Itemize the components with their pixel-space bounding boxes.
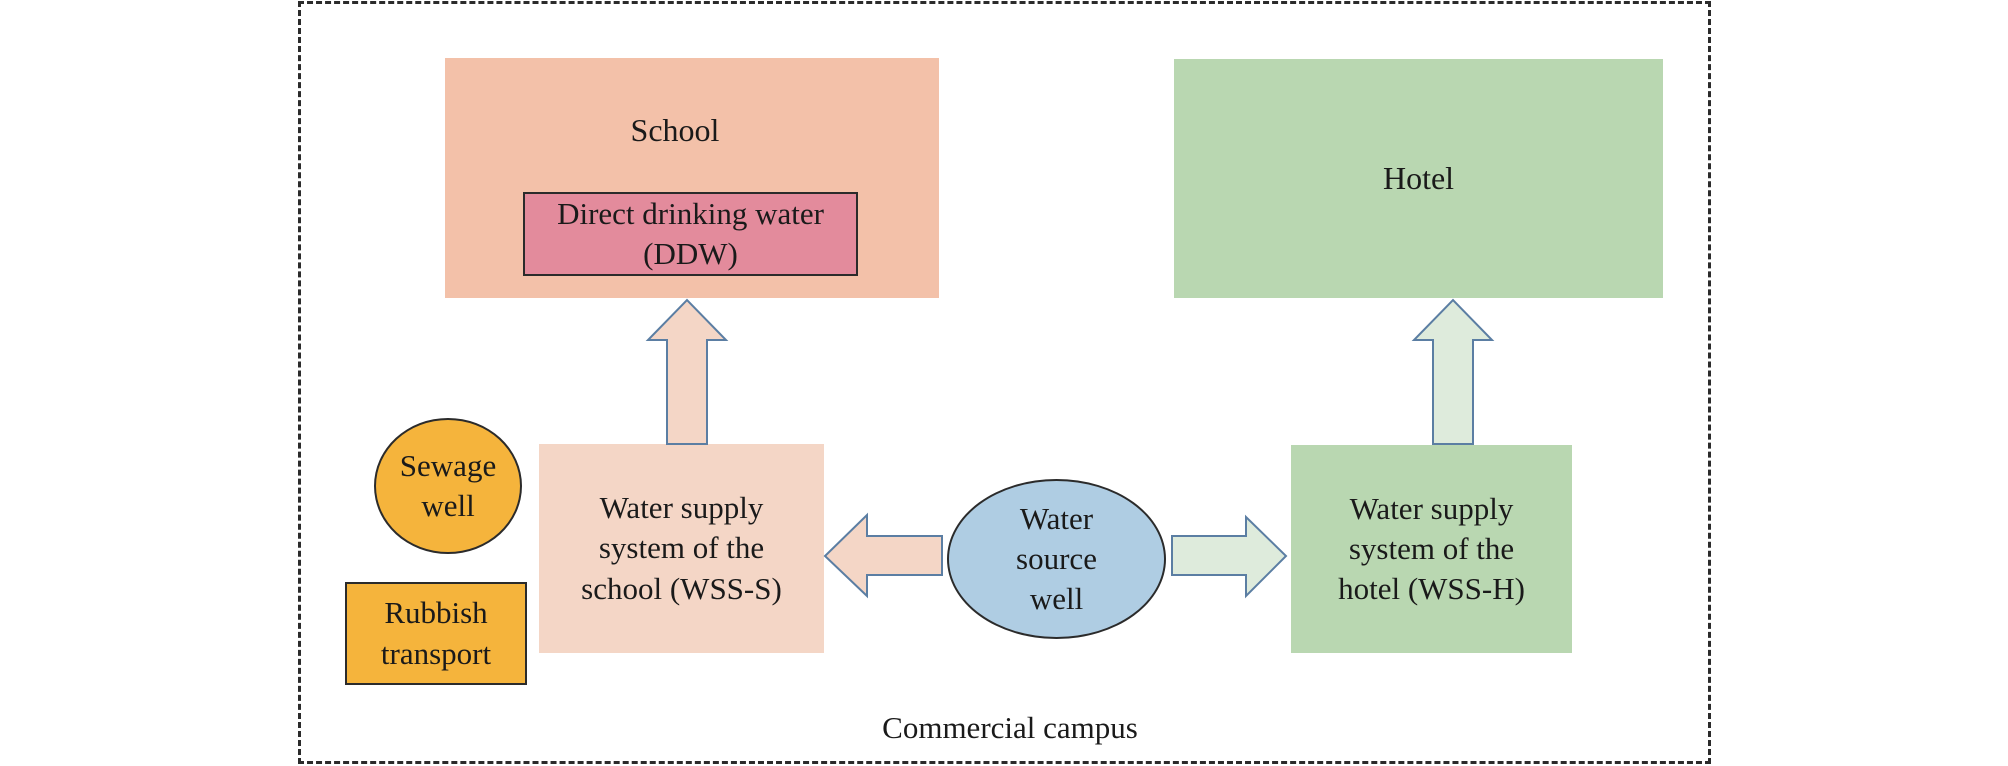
arrow-well-to-wss-hotel [1171,514,1288,599]
hotel-block: Hotel [1174,59,1663,298]
commercial-campus-boundary [298,1,1711,764]
arrow-well-to-wss-school [823,512,943,599]
arrow-wss-hotel-to-hotel [1411,298,1495,445]
wss-school-box: Water supply system of the school (WSS-S… [539,444,824,653]
wss-hotel-box: Water supply system of the hotel (WSS-H) [1291,445,1572,653]
campus-label: Commercial campus [882,710,1138,745]
sewage-well: Sewage well [374,418,522,554]
rubbish-transport-box: Rubbish transport [345,582,527,685]
water-source-well: Water source well [947,479,1166,639]
direct-drinking-water-box: Direct drinking water (DDW) [523,192,858,276]
arrow-wss-school-to-school [645,298,729,445]
school-label: School [630,112,720,148]
